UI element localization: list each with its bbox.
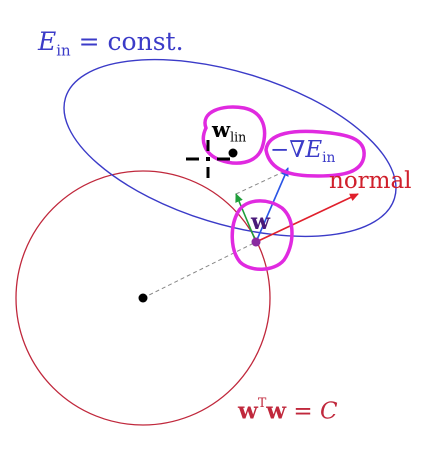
wlin-to-gradient-dashed-line [235,171,284,195]
negative-gradient-label-e: E [305,137,323,163]
constraint-label: wTw = C [238,395,338,425]
origin-point [138,293,148,303]
negative-gradient-label: −∇Ein [270,139,335,166]
negative-gradient-label-prefix: −∇ [270,137,306,163]
constraint-label-w1: w [238,397,258,425]
normal-label: normal [329,168,412,194]
w-lin-label: wlin [212,119,246,144]
negative-gradient-label-sub: in [322,149,336,166]
annotation-circle-w [230,199,294,271]
w-lin-point [228,148,238,158]
error-contour-label-sub: in [56,41,71,60]
green-arrow [235,193,257,243]
w-label: w [251,209,270,235]
error-contour-label-e: E [38,27,57,56]
constraint-circle [15,170,271,426]
constraint-label-rest: = [286,398,320,425]
crosshair-cursor-icon [186,140,230,178]
normal-arrow [255,193,359,243]
w-point [251,237,261,247]
negative-gradient-arrow [255,167,289,243]
constraint-label-w2: w [266,397,287,425]
constraint-label-c: C [319,398,338,425]
annotation-circle-wlin [201,105,267,165]
w-lin-label-sub: lin [230,129,247,145]
w-lin-label-w: w [212,117,231,142]
constraint-label-sup: T [257,395,267,410]
annotation-circle-gradient [264,129,366,178]
error-contour-ellipse [63,58,397,238]
error-contour-label: Ein = const. [38,29,184,58]
origin-to-w-dashed-line [142,241,257,299]
error-contour-label-rest: = const. [70,27,184,56]
